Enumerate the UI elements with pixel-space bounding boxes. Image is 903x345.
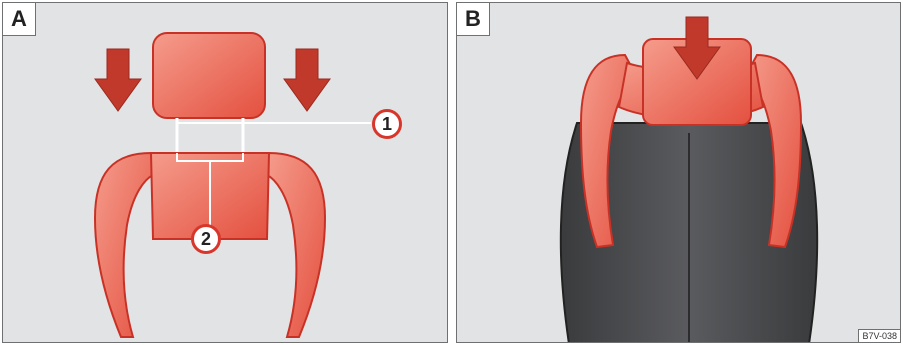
diagram-b-illustration: [457, 3, 901, 343]
panel-label-b: B: [457, 3, 490, 36]
figure-code: B7V-038: [858, 329, 900, 342]
headrest: [153, 33, 265, 118]
panel-a: A 1 2: [2, 2, 448, 343]
seat-bolster-left: [95, 153, 153, 337]
callout-1: 1: [372, 109, 402, 139]
panel-b: B B7V-038: [456, 2, 901, 343]
down-arrow-right: [284, 49, 330, 111]
callout-2: 2: [191, 224, 221, 254]
diagram-a-illustration: [3, 3, 448, 343]
panel-label-a: A: [3, 3, 36, 36]
callout-1-leader: [177, 123, 371, 127]
down-arrow-left: [95, 49, 141, 111]
seat-bolster-right: [267, 153, 325, 337]
